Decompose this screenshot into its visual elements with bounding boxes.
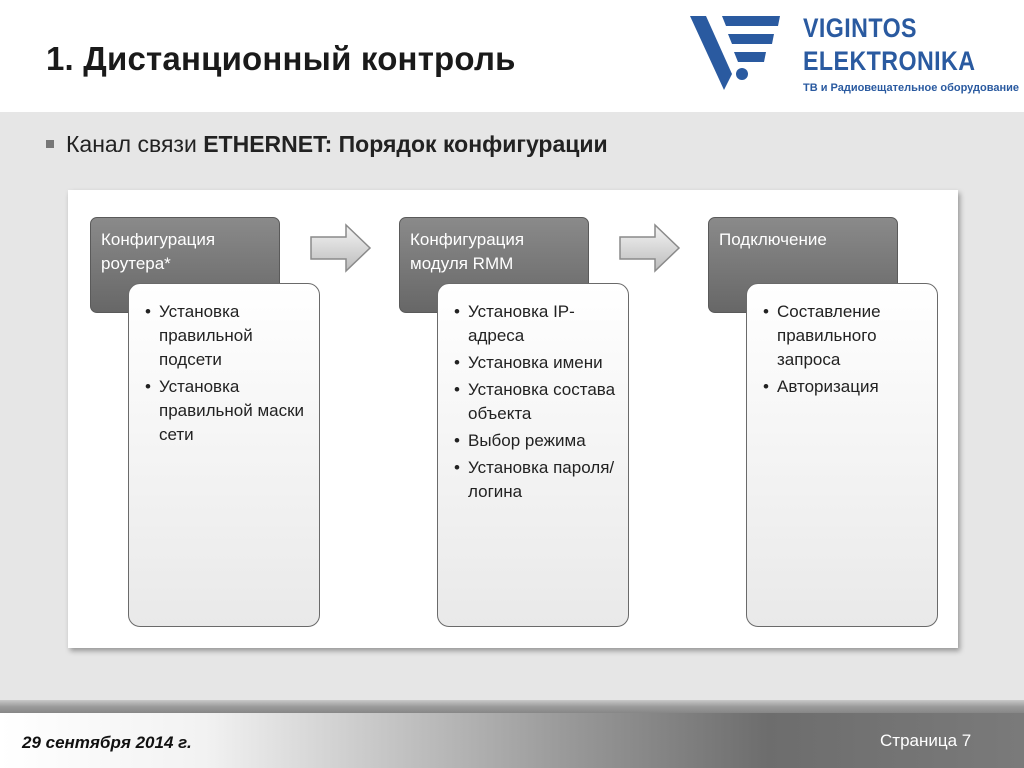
list-item: Установка состава объекта (442, 378, 618, 426)
logo-line-2: ELEKTRONIKA (803, 46, 976, 76)
list-item: Установка правильной подсети (133, 300, 309, 372)
arrow-right-icon (310, 223, 372, 273)
slide-header: 1. Дистанционный контроль VIGINTOS ELEKT… (0, 0, 1024, 112)
arrow-right-icon (619, 223, 681, 273)
logo-wordmark: VIGINTOS ELEKTRONIKA (803, 12, 975, 78)
footer-band (0, 713, 1024, 768)
step-1-body: Установка правильной подсети Установка п… (128, 283, 320, 627)
list-item: Установка IP-адреса (442, 300, 618, 348)
list-item: Установка пароля/логина (442, 456, 618, 504)
step-2-title: Конфигурация модуля RMM (410, 230, 525, 273)
step-3-list: Составление правильного запроса Авториза… (751, 300, 927, 399)
slide-title: 1. Дистанционный контроль (46, 40, 516, 77)
step-2-body: Установка IP-адреса Установка имени Уста… (437, 283, 629, 627)
square-bullet-icon (46, 140, 54, 148)
vigintos-logo-icon (690, 16, 780, 90)
step-3-title: Подключение (719, 230, 827, 249)
footer-date: 29 сентября 2014 г. (22, 733, 192, 752)
page-number: Страница 7 (880, 731, 972, 750)
logo-tagline: ТВ и Радиовещательное оборудование (803, 82, 1019, 94)
step-2-header: Конфигурация модуля RMM (399, 217, 589, 313)
list-item: Выбор режима (442, 429, 618, 453)
step-2-list: Установка IP-адреса Установка имени Уста… (442, 300, 618, 504)
process-diagram-panel: Конфигурация роутера* Установка правильн… (68, 190, 958, 648)
step-1-list: Установка правильной подсети Установка п… (133, 300, 309, 447)
step-3-body: Составление правильного запроса Авториза… (746, 283, 938, 627)
list-item: Составление правильного запроса (751, 300, 927, 372)
logo-line-1: VIGINTOS (803, 13, 917, 43)
subtitle-prefix: Канал связи (66, 131, 204, 157)
subtitle-bold: ETHERNET: Порядок конфигурации (203, 131, 608, 157)
list-item: Установка имени (442, 351, 618, 375)
list-item: Авторизация (751, 375, 927, 399)
list-item: Установка правильной маски сети (133, 375, 309, 447)
step-1-title: Конфигурация роутера* (101, 230, 216, 273)
subtitle-bullet: Канал связи ETHERNET: Порядок конфигурац… (46, 131, 608, 158)
